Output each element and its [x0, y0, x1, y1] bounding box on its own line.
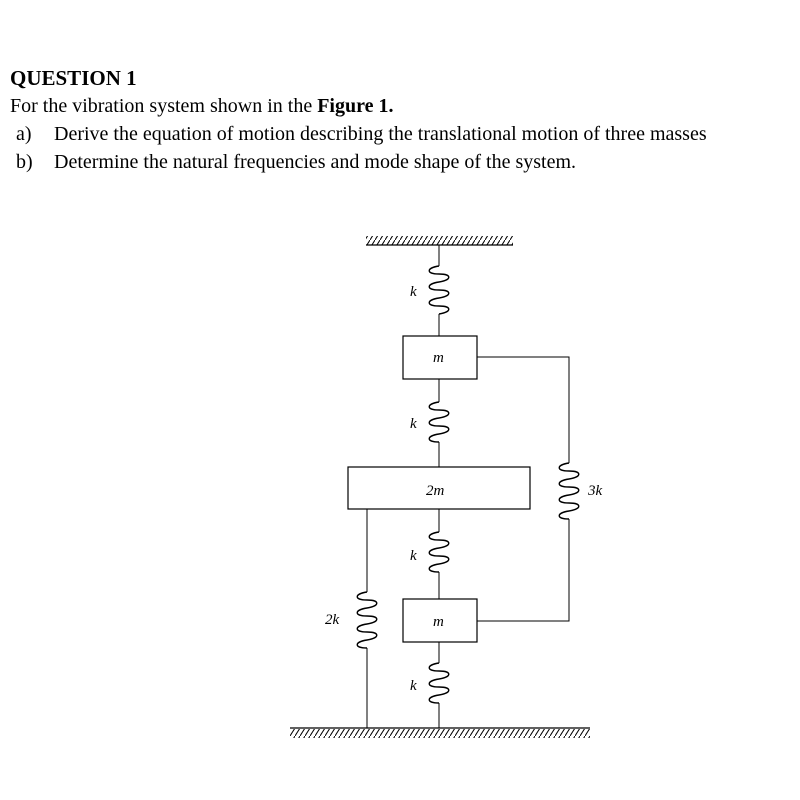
item-text: Derive the equation of motion describing… [54, 123, 707, 145]
item-tag: b) [16, 151, 33, 173]
mass-2m [347, 466, 531, 510]
spring-k1 [428, 245, 450, 336]
spring-k2 [428, 379, 450, 467]
question-item-b: b) Determine the natural frequencies and … [10, 148, 800, 176]
mass-m-bottom [402, 598, 478, 643]
spring-2k-label: 2k [325, 612, 340, 628]
spring-k4 [428, 642, 450, 728]
spring-k2-label: k [410, 416, 417, 432]
ground-support [290, 727, 590, 738]
mass-m-bottom-label: m [433, 614, 444, 630]
spring-k1-label: k [410, 284, 417, 300]
intro-text: For the vibration system shown in the [10, 95, 313, 117]
question-title: QUESTION 1 [10, 66, 137, 90]
mass-m-top [402, 335, 478, 380]
mass-2m-label: 2m [426, 483, 445, 499]
question-intro: For the vibration system shown in the Fi… [10, 92, 800, 120]
spring-3k-label: 3k [587, 483, 603, 499]
spring-3k [477, 356, 580, 622]
item-text: Determine the natural frequencies and mo… [54, 151, 577, 173]
spring-k4-label: k [410, 678, 417, 694]
spring-k3 [428, 509, 450, 599]
spring-2k [356, 509, 378, 728]
item-tag: a) [16, 123, 32, 145]
ceiling-support [366, 236, 513, 246]
question-block: QUESTION 1 For the vibration system show… [10, 64, 800, 176]
spring-k3-label: k [410, 548, 417, 564]
mass-m-top-label: m [433, 350, 444, 366]
figure-reference: Figure 1. [317, 95, 394, 117]
question-item-a: a) Derive the equation of motion describi… [10, 120, 800, 148]
